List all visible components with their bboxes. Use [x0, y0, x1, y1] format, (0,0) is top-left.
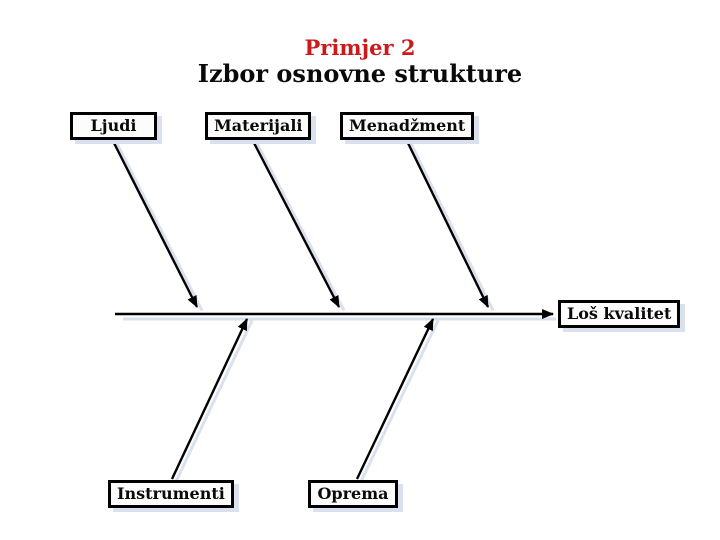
branch-line-ljudi [111, 140, 199, 308]
cause-box-materijali: Materijali [205, 112, 312, 140]
branch-shadow-instrumenti [174, 319, 254, 483]
branch-shadow-oprema [359, 319, 440, 483]
branch-line-oprema [355, 318, 435, 480]
slide-title: Primjer 2 [304, 35, 416, 60]
cause-box-ljudi: Ljudi [70, 112, 157, 140]
cause-box-menadzment: Menadžment [340, 112, 475, 140]
cause-box-instrumenti: Instrumenti [108, 480, 234, 508]
slide-subtitle: Izbor osnovne strukture [197, 59, 523, 89]
branch-line-materijali [251, 140, 341, 308]
branch-shadow-menadzment [409, 142, 495, 312]
line-shadows [115, 142, 556, 483]
cause-label: Oprema [317, 484, 389, 503]
branch-line-instrumenti [170, 318, 249, 480]
branch-shadow-ljudi [115, 142, 204, 312]
diagram-lines [111, 140, 554, 480]
cause-label: Menadžment [349, 116, 466, 135]
effect-label: Loš kvalitet [567, 304, 672, 323]
branch-shadow-materijali [255, 142, 346, 312]
cause-label: Ljudi [90, 116, 137, 135]
branch-line-menadzment [405, 140, 490, 308]
effect-box-los-kvalitet: Loš kvalitet [558, 300, 681, 328]
cause-box-oprema: Oprema [308, 480, 398, 508]
slide-title-block: Primjer 2 Izbor osnovne strukture [0, 35, 720, 89]
cause-label: Materijali [214, 116, 303, 135]
cause-label: Instrumenti [117, 484, 225, 503]
